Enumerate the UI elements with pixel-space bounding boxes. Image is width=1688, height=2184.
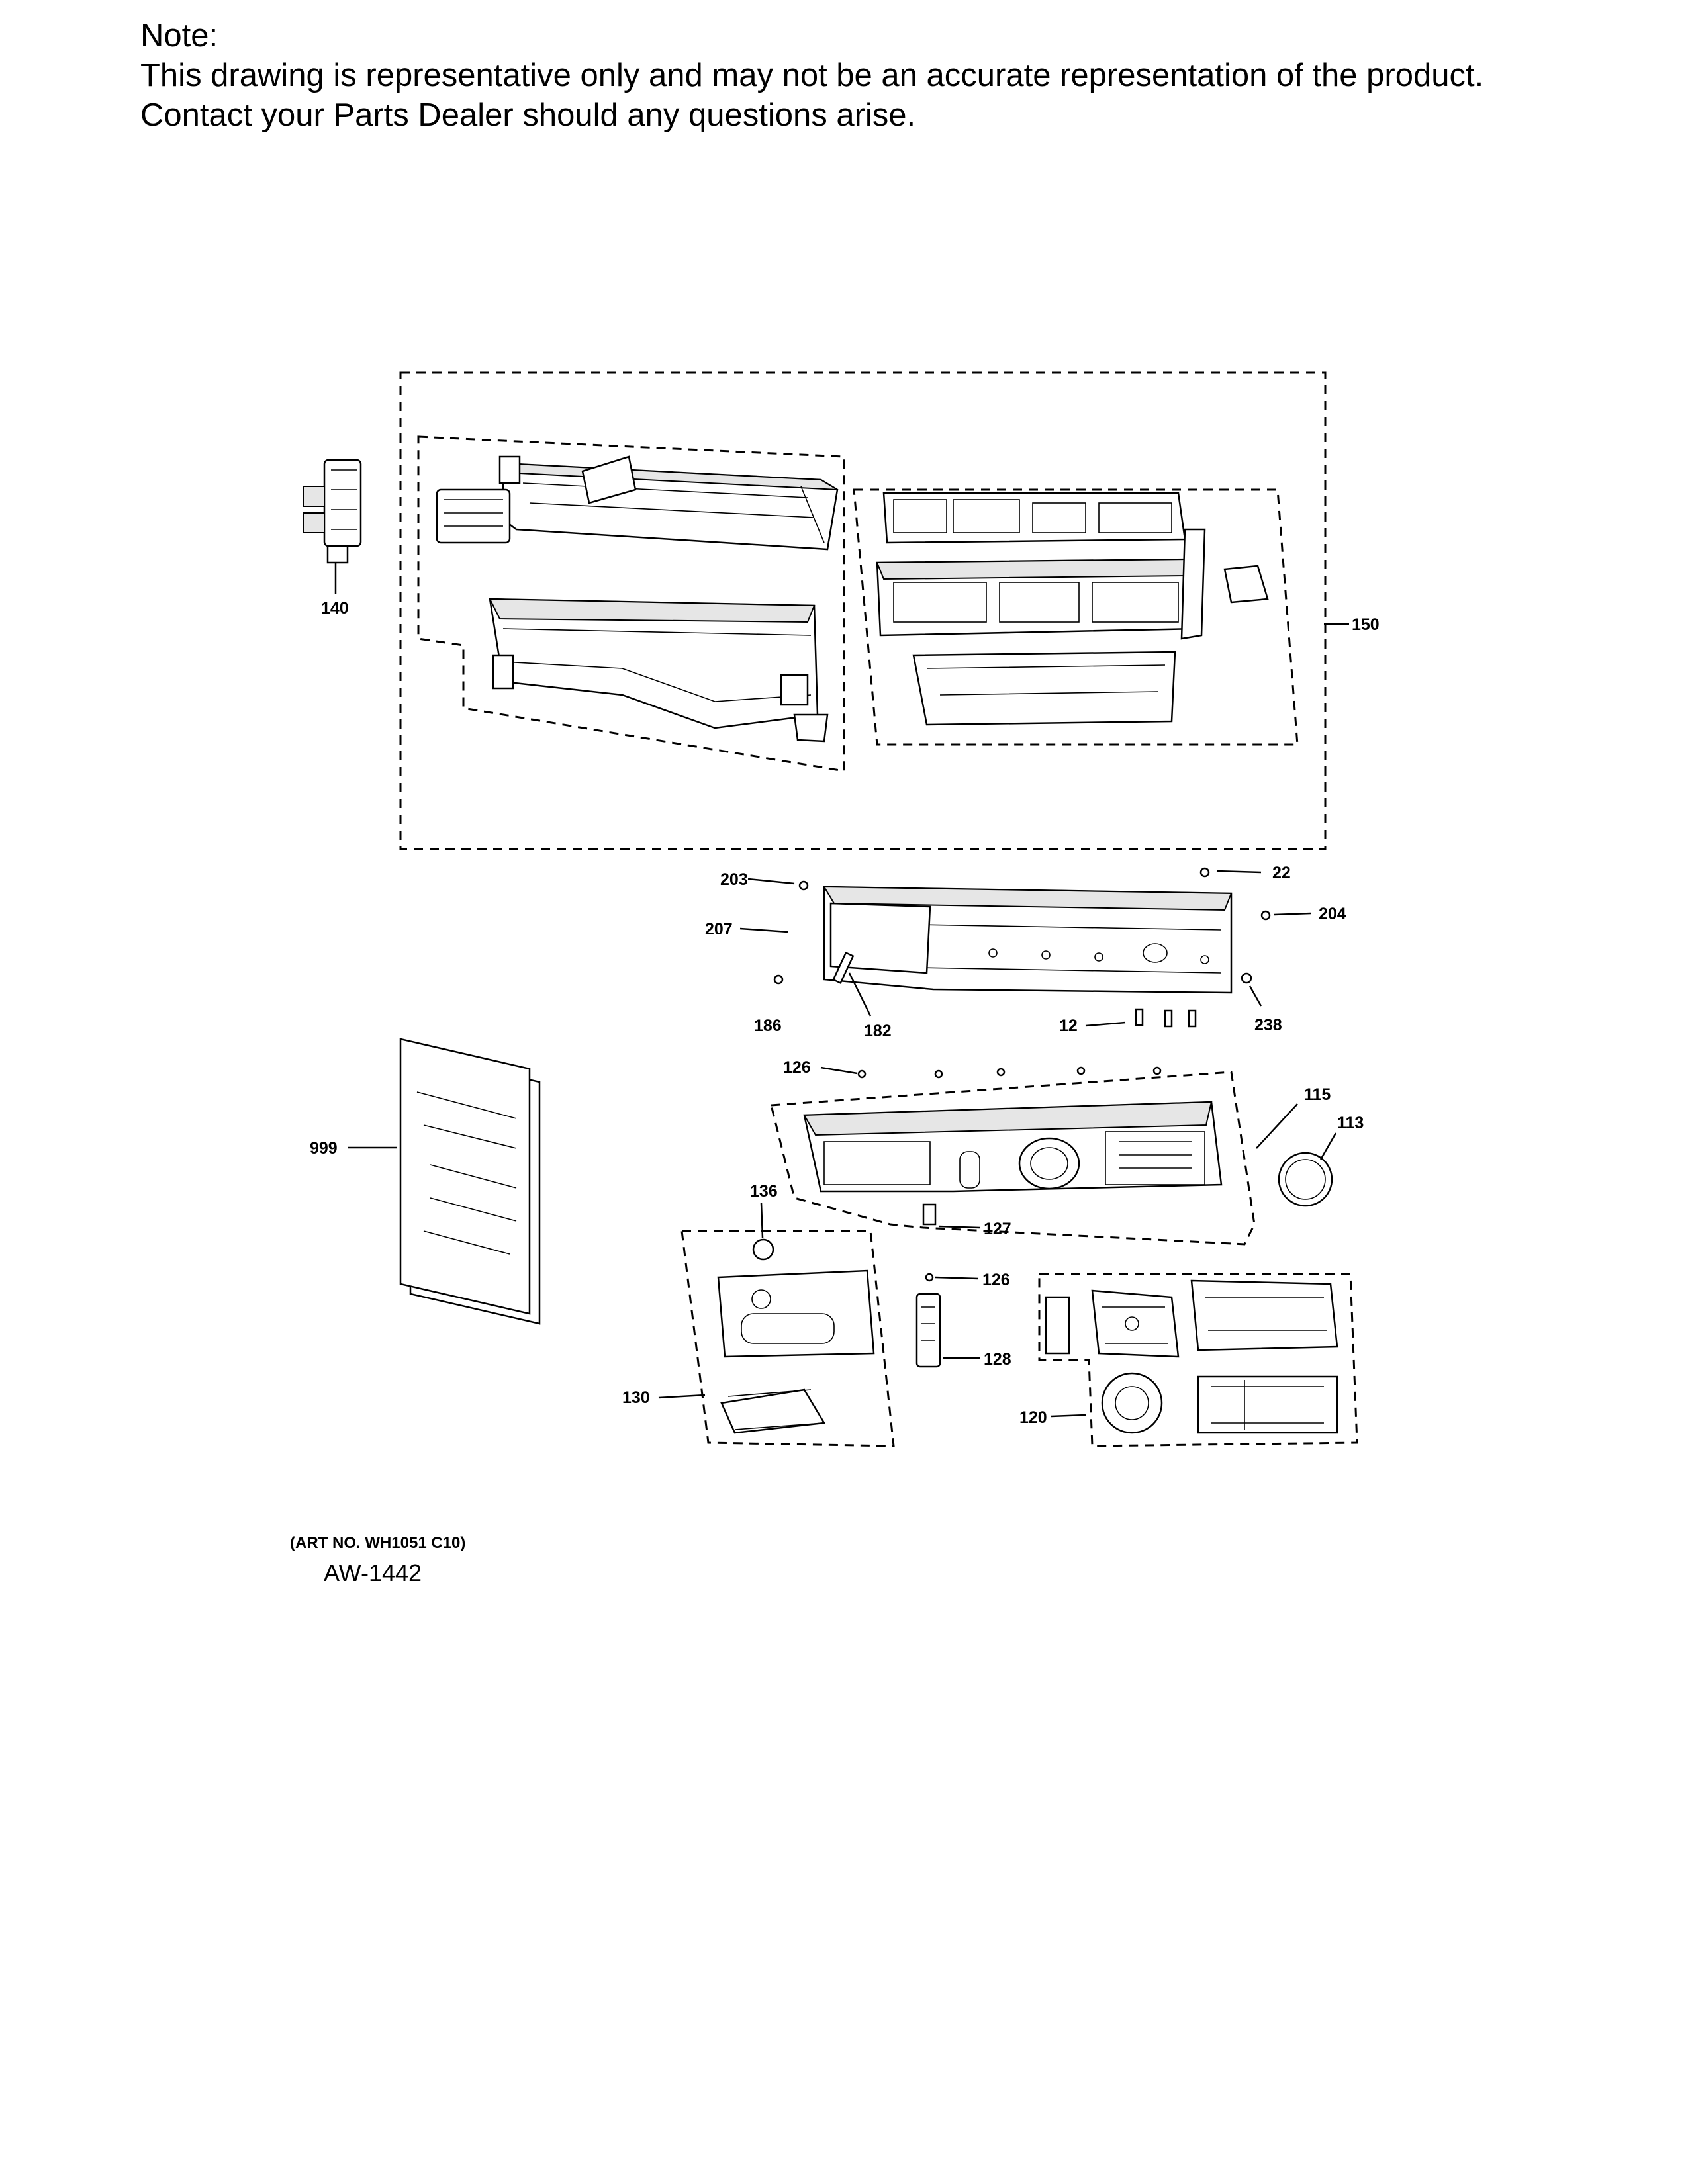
- callout-128: 128: [984, 1350, 1011, 1369]
- leader-12: [1085, 1021, 1126, 1027]
- note-line-1: This drawing is representative only and …: [140, 58, 1484, 93]
- callout-999: 999: [310, 1139, 338, 1158]
- callout-204: 204: [1319, 905, 1346, 923]
- callout-238: 238: [1254, 1016, 1282, 1034]
- dispenser-drawer: [876, 492, 1269, 726]
- switch-128: [915, 1293, 941, 1368]
- callout-150: 150: [1352, 615, 1380, 634]
- pcb-120-boundary: [1038, 1273, 1358, 1447]
- leader-204: [1274, 912, 1311, 916]
- knob-113: [1278, 1152, 1333, 1207]
- screws-126-top: [857, 1066, 1162, 1079]
- assembly-150-boundary: [399, 371, 1327, 850]
- handle-group-130: [680, 1230, 895, 1447]
- leader-120: [1051, 1414, 1086, 1418]
- callout-127: 127: [984, 1220, 1011, 1238]
- callout-12: 12: [1059, 1017, 1078, 1035]
- control-panel-frame: [823, 886, 1233, 994]
- small-screws: [773, 867, 1271, 1028]
- callout-126a: 126: [783, 1058, 811, 1077]
- leader-182: [848, 972, 872, 1017]
- leader-127: [938, 1225, 980, 1229]
- switch-128-detail: [921, 1306, 935, 1341]
- badge-136: [752, 1238, 774, 1261]
- callout-130: 130: [622, 1388, 650, 1407]
- leader-126a: [820, 1066, 858, 1075]
- callout-182: 182: [864, 1022, 892, 1040]
- leader-238: [1248, 985, 1262, 1007]
- callout-126b: 126: [982, 1271, 1010, 1289]
- disclaimer-note: Note: This drawing is representative onl…: [140, 16, 1483, 135]
- callout-22: 22: [1272, 864, 1291, 882]
- callout-120: 120: [1019, 1408, 1047, 1427]
- clip-127: [922, 1203, 937, 1226]
- leader-113: [1319, 1132, 1337, 1160]
- leader-203: [747, 878, 795, 885]
- callout-203: 203: [720, 870, 748, 889]
- dispenser-top-cover: [436, 455, 839, 551]
- art-number: (ART NO. WH1051 C10): [290, 1534, 466, 1552]
- aw-code: AW-1442: [324, 1559, 422, 1586]
- leader-130: [658, 1394, 706, 1399]
- leader-126b: [935, 1276, 979, 1280]
- leader-22: [1216, 870, 1262, 874]
- note-line-2: Contact your Parts Dealer should any que…: [140, 97, 916, 133]
- leader-115: [1256, 1103, 1298, 1149]
- callout-136: 136: [750, 1182, 778, 1201]
- dispenser-assembly-group: [399, 371, 1327, 850]
- water-valve-140: [303, 459, 362, 564]
- screw-126-lower: [925, 1273, 934, 1282]
- leader-136: [760, 1203, 764, 1238]
- leader-207: [739, 927, 788, 933]
- handle-130-boundary: [680, 1230, 895, 1447]
- facia-115-boundary: [770, 1071, 1256, 1246]
- pcb-group-120: [1038, 1273, 1358, 1447]
- callout-113: 113: [1337, 1114, 1364, 1132]
- facia-group-115: [770, 1071, 1256, 1246]
- callout-140: 140: [321, 599, 349, 617]
- callout-115: 115: [1304, 1085, 1331, 1104]
- note-title: Note:: [140, 18, 218, 54]
- literature-999: [399, 1038, 541, 1325]
- dispenser-housing-tub: [489, 598, 829, 743]
- callout-207: 207: [705, 920, 733, 938]
- callout-186: 186: [754, 1017, 782, 1035]
